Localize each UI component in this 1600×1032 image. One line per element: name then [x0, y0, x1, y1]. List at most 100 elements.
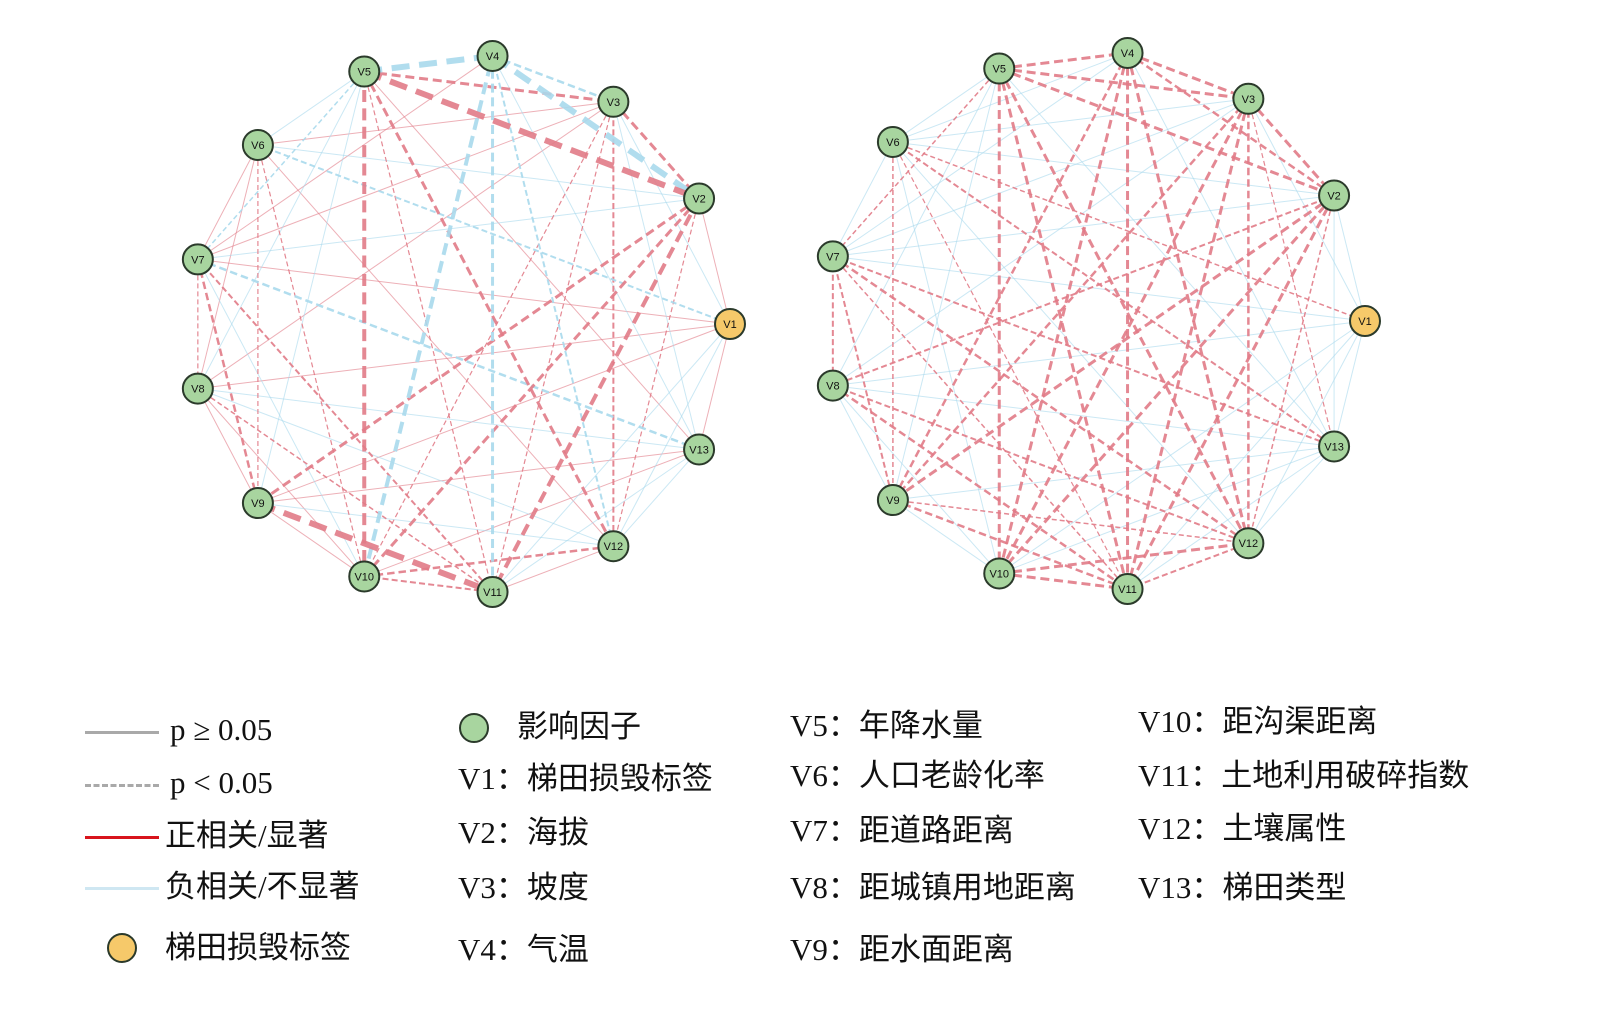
node-label-v12: V12	[604, 541, 624, 553]
node-label-v1: V1	[723, 319, 736, 331]
edge-V3-V13	[612, 101, 700, 450]
node-v9	[241, 487, 274, 520]
edge-V7-V9	[831, 256, 894, 501]
legend-var-v8: V8：距城镇用地距离	[790, 870, 1076, 905]
edge-V5-V12	[997, 67, 1250, 544]
edge-V7-V3	[832, 98, 1249, 257]
legend-var-v11: V11：土地利用破碎指数	[1138, 758, 1470, 793]
edge-V7-V3	[197, 101, 614, 260]
edge-V11-V12	[492, 545, 614, 593]
edge-V2-V9	[257, 197, 700, 505]
node-label-v2: V2	[692, 194, 705, 206]
edge-V10-V13	[999, 446, 1335, 574]
edge-V6-V1	[257, 144, 731, 325]
node-label-v11: V11	[483, 587, 502, 599]
edge-V7-V1	[832, 255, 1366, 322]
edge-V6-V5	[892, 68, 1000, 143]
node-v13	[683, 433, 716, 466]
edge-V6-V11	[892, 141, 1129, 590]
edge-V8-V3	[832, 98, 1249, 387]
edge-V6-V12	[257, 144, 614, 547]
edge-V7-V12	[832, 255, 1250, 545]
node-v3	[1232, 82, 1265, 115]
edge-V6-V2	[257, 144, 700, 200]
edge-V4-V10	[997, 52, 1130, 574]
edge-V5-V3	[999, 67, 1249, 101]
edge-V13-V11	[492, 449, 700, 593]
legend-var-v6: V6：人口老龄化率	[790, 758, 1045, 793]
edge-V13-V12	[613, 449, 700, 547]
node-v10	[983, 557, 1016, 590]
node-v6	[241, 128, 274, 161]
node-v7	[181, 243, 214, 276]
node-v11	[476, 576, 509, 609]
edge-V5-V13	[998, 68, 1335, 447]
edge-V1-V11	[1127, 320, 1366, 590]
edge-V1-V11	[492, 323, 731, 593]
edge-V1-V12	[612, 323, 731, 547]
edge-V5-V13	[363, 71, 700, 450]
edge-V2-V12	[612, 198, 700, 547]
edge-V3-V10	[363, 101, 614, 577]
edge-V7-V2	[832, 195, 1335, 257]
edge-V10-V12	[999, 541, 1249, 575]
legend-var-v9: V9：距水面距离	[790, 932, 1014, 967]
edge-V5-V4	[363, 52, 493, 75]
node-v4	[1111, 36, 1144, 69]
node-v4	[476, 39, 509, 72]
edge-V9-V12	[257, 502, 614, 547]
legend-var-v13: V13：梯田类型	[1138, 870, 1347, 905]
edge-V9-V5	[257, 71, 365, 504]
edge-V13-V11	[1127, 446, 1335, 590]
edge-V8-V13	[197, 388, 700, 450]
edge-V2-V12	[1247, 195, 1335, 544]
legend-var-v3: V3：坡度	[458, 870, 589, 905]
edge-V10-V13	[364, 449, 700, 577]
legend-var-v2: V2：海拔	[458, 815, 589, 850]
edge-V7-V1	[197, 258, 731, 325]
node-label-v13: V13	[1324, 441, 1344, 453]
edge-V8-V3	[197, 101, 614, 390]
edge-V8-V5	[832, 68, 1000, 386]
node-label-v6: V6	[251, 140, 264, 152]
edge-V5-V2	[998, 67, 1335, 197]
legend-line-positive	[85, 836, 159, 839]
factor-node-icon	[459, 713, 489, 743]
node-v2	[683, 182, 716, 215]
edge-V5-V12	[362, 70, 615, 547]
edge-V6-V4	[892, 52, 1128, 143]
edge-V9-V10	[892, 499, 1000, 574]
legend-line-sig	[85, 784, 159, 787]
legend-p-ns: p ≥ 0.05	[170, 712, 273, 747]
edge-V8-V1	[197, 323, 731, 390]
node-label-v9: V9	[886, 495, 899, 507]
edge-V7-V11	[832, 255, 1129, 590]
edge-V3-V1	[1247, 98, 1366, 322]
node-label-v5: V5	[358, 67, 371, 79]
edge-V9-V1	[257, 323, 731, 504]
edge-V5-V2	[363, 68, 701, 202]
edge-V4-V3	[1127, 51, 1249, 101]
edge-V5-V3	[364, 70, 614, 104]
node-label-v7: V7	[191, 254, 204, 266]
node-v10	[348, 560, 381, 593]
edge-V6-V3	[892, 98, 1249, 143]
edge-V7-V4	[832, 52, 1128, 257]
edge-V3-V2	[1247, 97, 1336, 197]
edge-V5-V4	[999, 51, 1128, 71]
edge-V10-V11	[999, 571, 1128, 591]
edge-V6-V10	[892, 141, 1000, 574]
node-v6	[876, 125, 909, 158]
legend-var-v1: V1：梯田损毁标签	[458, 761, 713, 796]
edge-V8-V13	[832, 385, 1335, 447]
edge-V4-V12	[1126, 52, 1250, 544]
edge-V8-V11	[832, 384, 1129, 591]
edge-V7-V10	[197, 259, 365, 577]
edge-V11-V12	[1127, 542, 1249, 590]
edge-V4-V3	[492, 54, 614, 103]
edge-V1-V12	[1247, 320, 1366, 544]
edge-V6-V7	[832, 141, 894, 257]
node-v12	[1232, 527, 1265, 560]
node-label-v1: V1	[1358, 316, 1371, 328]
